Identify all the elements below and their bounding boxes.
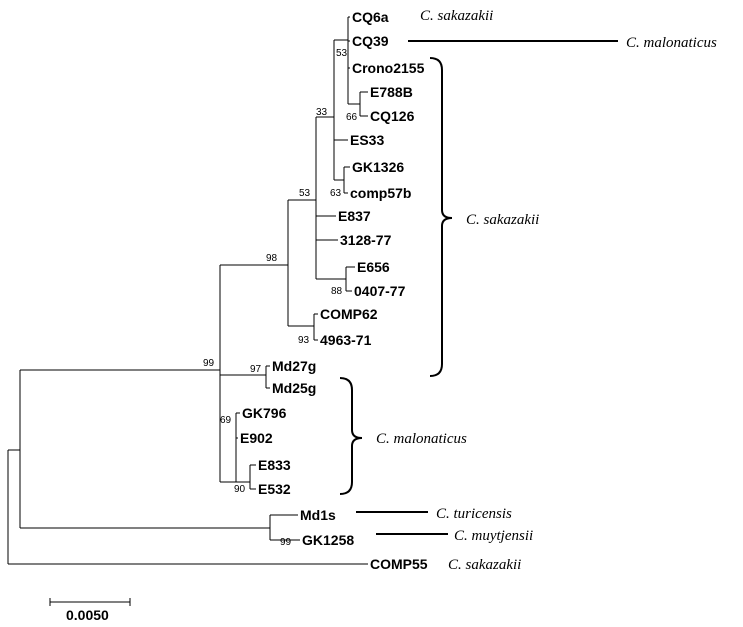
branch-ingroup bbox=[19, 369, 270, 529]
branch-md27g-md25g bbox=[220, 365, 270, 389]
tip-label-es33: ES33 bbox=[350, 132, 384, 148]
species-label-sakazakii-group: C. sakazakii bbox=[466, 212, 539, 228]
branch-node98 bbox=[287, 199, 316, 327]
tip-label-md1s: Md1s bbox=[300, 507, 336, 523]
branch-e833-e532 bbox=[235, 426, 256, 490]
branch-sak-mal bbox=[219, 264, 288, 483]
species-label-malonaticus-top: C. malonaticus bbox=[626, 35, 717, 51]
tip-label-md27g: Md27g bbox=[272, 358, 316, 374]
species-labels: C. sakazakii C. malonaticus C. sakazakii… bbox=[376, 8, 717, 573]
tip-label-e837: E837 bbox=[338, 208, 371, 224]
bootstrap-label: 99 bbox=[203, 358, 215, 369]
species-label-malonaticus-group: C. malonaticus bbox=[376, 431, 467, 447]
tip-label-e532: E532 bbox=[258, 481, 291, 497]
bootstrap-label: 93 bbox=[298, 335, 310, 346]
branch-e656-040777 bbox=[345, 266, 355, 292]
tip-label-e833: E833 bbox=[258, 457, 291, 473]
bootstrap-label: 88 bbox=[331, 286, 343, 297]
tip-label-comp55: COMP55 bbox=[370, 556, 428, 572]
bootstrap-label: 69 bbox=[220, 415, 232, 426]
scale-bar-label: 0.0050 bbox=[66, 607, 109, 623]
bootstrap-label: 98 bbox=[266, 253, 278, 264]
bootstrap-label: 63 bbox=[330, 188, 342, 199]
bootstrap-label: 97 bbox=[250, 364, 262, 375]
branch-root bbox=[7, 449, 368, 565]
scale-bar: 0.0050 bbox=[49, 598, 131, 623]
bootstrap-label: 90 bbox=[234, 484, 246, 495]
branch-gk1326-comp57b bbox=[343, 166, 350, 194]
tip-label-gk1326: GK1326 bbox=[352, 159, 404, 175]
species-label-sakazakii-bottom: C. sakazakii bbox=[448, 557, 521, 573]
tip-label-crono2155: Crono2155 bbox=[352, 60, 425, 76]
tree-branches bbox=[7, 16, 368, 565]
tip-label-gk1258: GK1258 bbox=[302, 532, 354, 548]
tip-labels: CQ6a CQ39 Crono2155 E788B CQ126 ES33 GK1… bbox=[240, 9, 428, 572]
bootstrap-label: 66 bbox=[346, 112, 358, 123]
bootstrap-values: 53 66 33 63 53 88 98 93 99 97 69 90 99 bbox=[203, 48, 358, 548]
branch-node33 bbox=[333, 39, 348, 181]
tip-label-cq39: CQ39 bbox=[352, 33, 389, 49]
species-label-sakazakii-top: C. sakazakii bbox=[420, 8, 493, 24]
bootstrap-label: 53 bbox=[336, 48, 348, 59]
tip-label-comp62: COMP62 bbox=[320, 306, 378, 322]
branch-comp62-496371 bbox=[313, 313, 318, 341]
tip-label-e902: E902 bbox=[240, 430, 273, 446]
tip-label-e656: E656 bbox=[357, 259, 390, 275]
tip-label-comp57b: comp57b bbox=[350, 185, 411, 201]
tip-label-gk796: GK796 bbox=[242, 405, 287, 421]
tip-label-040777: 0407-77 bbox=[354, 283, 406, 299]
branch-node53-lower bbox=[315, 116, 346, 280]
tip-label-md25g: Md25g bbox=[272, 380, 316, 396]
tip-label-496371: 4963-71 bbox=[320, 332, 372, 348]
species-label-turicensis: C. turicensis bbox=[436, 506, 512, 522]
branch-node53-top bbox=[347, 16, 360, 105]
tip-label-312877: 3128-77 bbox=[340, 232, 392, 248]
bracket-sakazakii bbox=[429, 57, 453, 377]
species-annotations-graphics bbox=[339, 40, 618, 535]
bootstrap-label: 99 bbox=[280, 537, 292, 548]
species-label-muytjensii: C. muytjensii bbox=[454, 528, 533, 544]
tip-label-e788b: E788B bbox=[370, 84, 413, 100]
tip-label-cq6a: CQ6a bbox=[352, 9, 389, 25]
scale-bar-line bbox=[49, 598, 131, 606]
tip-label-cq126: CQ126 bbox=[370, 108, 415, 124]
branch-md1s-gk1258 bbox=[269, 514, 300, 541]
bootstrap-label: 53 bbox=[299, 188, 311, 199]
branch-e788b-cq126 bbox=[359, 91, 368, 117]
bootstrap-label: 33 bbox=[316, 107, 328, 118]
bracket-malonaticus bbox=[339, 377, 363, 495]
